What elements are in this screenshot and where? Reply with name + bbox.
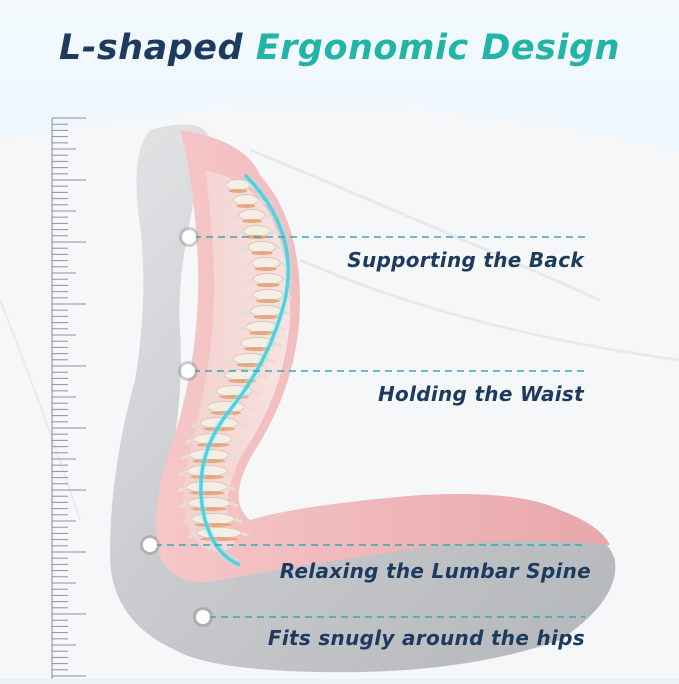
title-part-2: Ergonomic Design	[255, 28, 620, 68]
callout-supporting-back: Supporting the Back	[347, 248, 584, 272]
marker-dot-lumbar	[143, 538, 157, 552]
title-part-1: L-shaped	[59, 28, 244, 68]
marker-dot-waist	[181, 364, 195, 378]
spine-vertebrae	[177, 179, 292, 541]
callout-relaxing-lumbar: Relaxing the Lumbar Spine	[279, 559, 591, 583]
measuring-ruler	[51, 117, 86, 679]
spine-curve-line	[199, 173, 290, 567]
callout-holding-waist: Holding the Waist	[378, 382, 584, 406]
marker-dot-hips	[196, 610, 210, 624]
page-title: L-shaped Ergonomic Design	[0, 28, 679, 68]
marker-dot-back	[182, 230, 196, 244]
callout-fits-hips: Fits snugly around the hips	[267, 626, 585, 650]
